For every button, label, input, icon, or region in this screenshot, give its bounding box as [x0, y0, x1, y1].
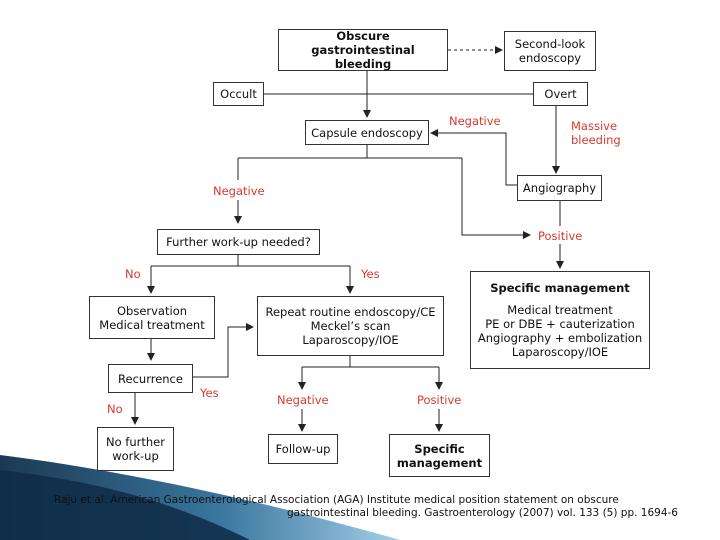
label-yes-further: Yes	[361, 267, 380, 281]
label-massive-line1: Massive	[571, 119, 618, 133]
citation-caption: Raju et al. American Gastroenterological…	[54, 494, 678, 520]
edge-angio-negative-capsule	[430, 129, 517, 186]
node-capsule-endoscopy: Capsule endoscopy	[305, 120, 429, 145]
label-positive-capsule: Positive	[538, 229, 583, 243]
label-no-further: No	[125, 267, 141, 281]
node-no-further-line1: No further	[106, 435, 165, 449]
specific-item-2: PE or DBE + cauterization	[485, 317, 635, 331]
label-positive-repeat: Positive	[417, 393, 462, 407]
label-yes-recurrence: Yes	[200, 386, 219, 400]
specific-management-title: Specific management	[490, 281, 630, 295]
node-specific-management-big: Specific management Medical treatment PE…	[470, 271, 650, 369]
node-specific-small-line1: Specific	[414, 441, 465, 456]
specific-item-4: Laparoscopy/IOE	[511, 345, 609, 359]
node-observation-line2: Medical treatment	[99, 317, 205, 332]
node-angiography: Angiography	[517, 175, 602, 201]
specific-item-1: Medical treatment	[507, 303, 613, 317]
decorative-swoosh	[0, 455, 400, 540]
node-specific-small-line2: management	[396, 455, 483, 470]
node-repeat-line2: Meckel’s scan	[310, 319, 391, 333]
node-recurrence: Recurrence	[108, 364, 193, 393]
node-no-further-line2: work-up	[112, 449, 159, 463]
label-negative-capsule: Negative	[213, 184, 265, 198]
node-occult: Occult	[213, 82, 264, 106]
label-no-recurrence: No	[107, 402, 123, 416]
edge-capsule-positive	[461, 158, 531, 239]
specific-item-3: Angiography + embolization	[477, 331, 643, 345]
citation-line1: Raju et al. American Gastroenterological…	[54, 494, 619, 506]
node-second-look-endoscopy: Second-look endoscopy	[504, 31, 596, 71]
node-repeat-line1: Repeat routine endoscopy/CE	[265, 305, 436, 319]
node-follow-up: Follow-up	[268, 434, 338, 464]
label-negative-repeat: Negative	[277, 393, 329, 407]
label-massive-line2: bleeding	[571, 133, 621, 147]
label-negative-angio: Negative	[449, 114, 501, 128]
node-obscure-gi-bleeding: Obscure gastrointestinal bleeding	[278, 29, 448, 71]
node-further-workup: Further work-up needed?	[157, 229, 320, 255]
edge-recurrence-yes	[193, 323, 254, 378]
node-overt: Overt	[533, 82, 588, 106]
node-observation-line1: Observation	[116, 303, 188, 318]
citation-line2: gastrointestinal bleeding. Gastroenterol…	[287, 507, 678, 519]
node-repeat-line3: Laparoscopy/IOE	[302, 333, 399, 347]
